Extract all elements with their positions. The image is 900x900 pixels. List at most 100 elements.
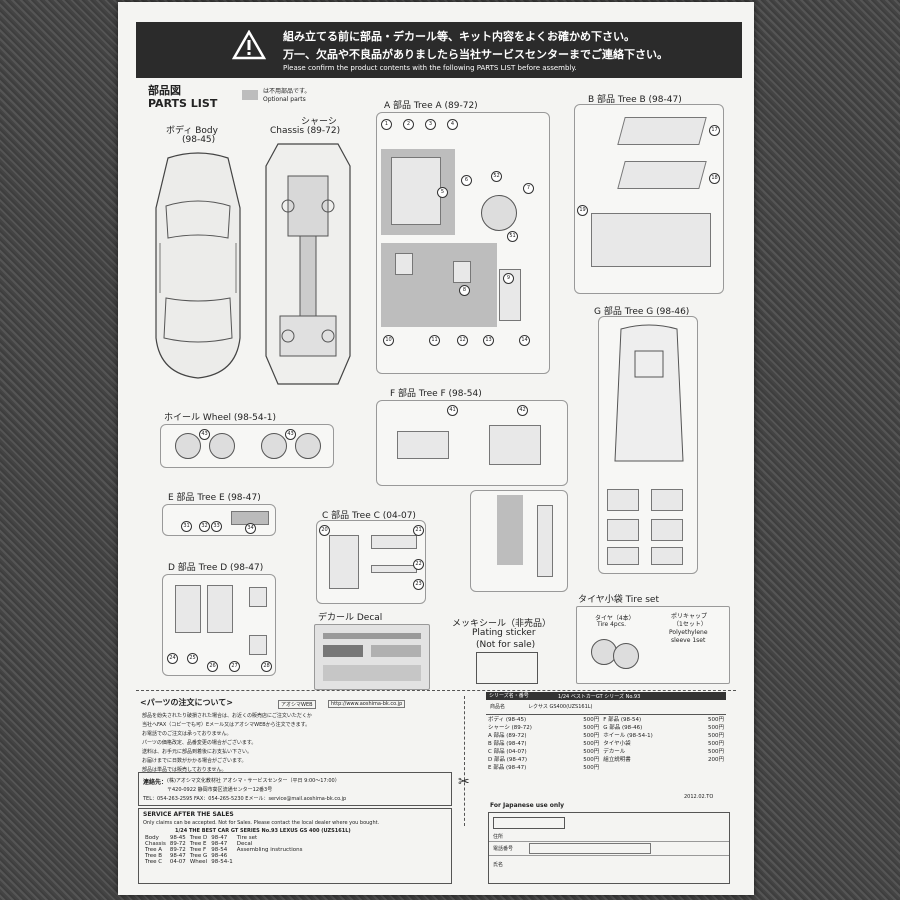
wheel-frame: 43 43 — [160, 424, 334, 468]
phone-label: 電話番号 — [493, 846, 514, 852]
tree-a-num: 1 — [381, 119, 392, 130]
cut-line-vertical — [464, 696, 465, 826]
tree-a-num: 2 — [403, 119, 414, 130]
tree-b-door-upper — [617, 117, 707, 145]
japanese-use-form: 住所 電話番号 氏名 — [488, 812, 730, 884]
tree-c-label: C 部品 Tree C (04-07) — [322, 511, 416, 521]
tree-c-part — [371, 565, 417, 573]
tree-c-dashboard — [329, 535, 359, 589]
chassis-label-jp: シャーシ — [301, 117, 337, 127]
order-web-label: アオシマWEB — [278, 700, 316, 709]
tree-d-num: 27 — [229, 661, 240, 672]
price-series-bar: シリーズ名・番号 — [486, 692, 726, 700]
tree-a-num: 10 — [383, 335, 394, 346]
wheel-part — [261, 433, 287, 459]
tree-b-num: 17 — [709, 125, 720, 136]
tree-f-lower-optional — [497, 495, 523, 565]
sticker-label-jp: メッキシール（非売品） — [452, 619, 552, 629]
tree-e-frame: 31 32 33 34 — [162, 504, 276, 536]
tree-f-label: F 部品 Tree F (98-54) — [390, 389, 482, 399]
instruction-sheet: 組み立てる前に部品・デカール等、キット内容をよくお確かめ下さい。 万一、欠品や不… — [118, 2, 754, 895]
tree-a-num: 12 — [457, 335, 468, 346]
tree-a-num: 8 — [459, 285, 470, 296]
tree-f-frame: 41 42 — [376, 400, 568, 486]
service-note: Only claims can be accepted. Not for Sal… — [143, 820, 380, 826]
tree-g-part — [651, 519, 683, 541]
tree-c-frame: 20 21 22 23 — [316, 520, 426, 604]
order-line: お電話でのご注文は承っておりません。 — [142, 731, 232, 737]
contact-label: 連絡先： — [143, 779, 168, 786]
tree-g-roof — [614, 324, 684, 462]
postal-code-field[interactable] — [493, 817, 565, 829]
japanese-use-label: For Japanese use only — [490, 802, 565, 809]
cap-jp2: （1セット） — [673, 621, 707, 628]
tree-d-seat — [175, 585, 201, 633]
service-title: 1/24 THE BEST CAR GT SERIES No.93 LEXUS … — [175, 828, 351, 834]
tree-b-interior-tub — [591, 213, 711, 267]
tree-f-lower-frame — [470, 490, 568, 592]
tree-b-num: 18 — [709, 173, 720, 184]
price-product-label: 商品名 — [490, 704, 506, 710]
wheel-num: 43 — [199, 429, 210, 440]
tree-c-num: 20 — [319, 525, 330, 536]
tree-a-wheel-part — [481, 195, 517, 231]
order-line: 送料は、お手元に部品到着後にお支払い下さい。 — [142, 749, 253, 755]
tree-f-lower-grille — [537, 505, 553, 577]
body-label: ボディ Body — [166, 126, 218, 136]
tree-e-num: 31 — [181, 521, 192, 532]
cut-line — [136, 690, 736, 691]
tree-b-label: B 部品 Tree B (98-47) — [588, 95, 682, 105]
tree-a-frame: 1 2 3 4 5 6 7 8 9 10 11 12 13 14 52 51 — [376, 112, 550, 374]
order-line: 当社へFAX（コピーでも可）Eメール又はアオシマWEBから注文できます。 — [142, 722, 311, 728]
tree-a-num: 5 — [437, 187, 448, 198]
tree-g-part — [607, 489, 639, 511]
cap-jp: ポリキャップ — [671, 613, 708, 620]
tree-c-num: 22 — [413, 559, 424, 570]
contact-tel: TEL：054-263-2595 FAX：054-265-5230 Eメール：s… — [143, 796, 347, 802]
tree-d-num: 28 — [261, 661, 272, 672]
tree-e-num: 32 — [199, 521, 210, 532]
tree-a-muffler-right — [453, 261, 471, 283]
tree-f-suspension — [397, 431, 449, 459]
order-line: 部品は単品では販売しておりません。 — [142, 767, 227, 773]
order-line: パーツの価格改定、品番変更の場合がございます。 — [142, 740, 257, 746]
tree-d-part — [249, 587, 267, 607]
decal-label: デカール Decal — [318, 613, 383, 623]
tree-a-label: A 部品 Tree A (89-72) — [384, 101, 478, 111]
tree-d-frame: 24 25 26 27 28 — [162, 574, 276, 676]
cap-en: Polyethylene — [669, 629, 708, 636]
tree-g-frame — [598, 316, 698, 574]
service-box: SERVICE AFTER THE SALES Only claims can … — [138, 808, 452, 884]
tree-b-num: 19 — [577, 205, 588, 216]
table-row: E 部品 (98-47)500円 — [488, 765, 600, 771]
name-label: 氏名 — [493, 862, 504, 868]
tree-d-seat — [207, 585, 233, 633]
order-web-url[interactable]: http://www.aoshima-bk.co.jp — [328, 700, 406, 708]
tire-part — [613, 643, 639, 669]
banner-line-2: 万一、欠品や不良品がありましたら当社サービスセンターまでご連絡下さい。 — [283, 48, 668, 61]
banner-line-3: Please confirm the product contents with… — [283, 64, 577, 72]
body-code: (98-45) — [182, 135, 216, 145]
tire-set-frame: タイヤ（4本） Tire 4pcs. ポリキャップ （1セット） Polyeth… — [576, 606, 730, 684]
order-line: 部品を紛失されたり破損された場合は、お近くの販売店にご注文いただくか — [142, 713, 312, 719]
phone-field[interactable] — [529, 843, 651, 854]
warning-banner: 組み立てる前に部品・デカール等、キット内容をよくお確かめ下さい。 万一、欠品や不… — [136, 22, 742, 78]
price-product-value: レクサス GS400(UZS161L) — [528, 704, 593, 710]
optional-jp: は不用部品です。 — [263, 88, 311, 95]
contact-company: (株)アオシマ文化教材社 アオシマ・サービスセンター（平日 9:00〜17:00… — [167, 778, 340, 784]
tree-g-part — [607, 547, 639, 565]
decal-sheet — [314, 624, 430, 690]
banner-line-1: 組み立てる前に部品・デカール等、キット内容をよくお確かめ下さい。 — [283, 30, 635, 43]
cap-en2: sleeve 1set — [671, 637, 706, 644]
tree-b-frame: 17 18 19 — [574, 104, 724, 294]
tree-f-bracket — [489, 425, 541, 465]
warning-icon — [232, 30, 266, 60]
tree-e-num: 34 — [245, 523, 256, 534]
